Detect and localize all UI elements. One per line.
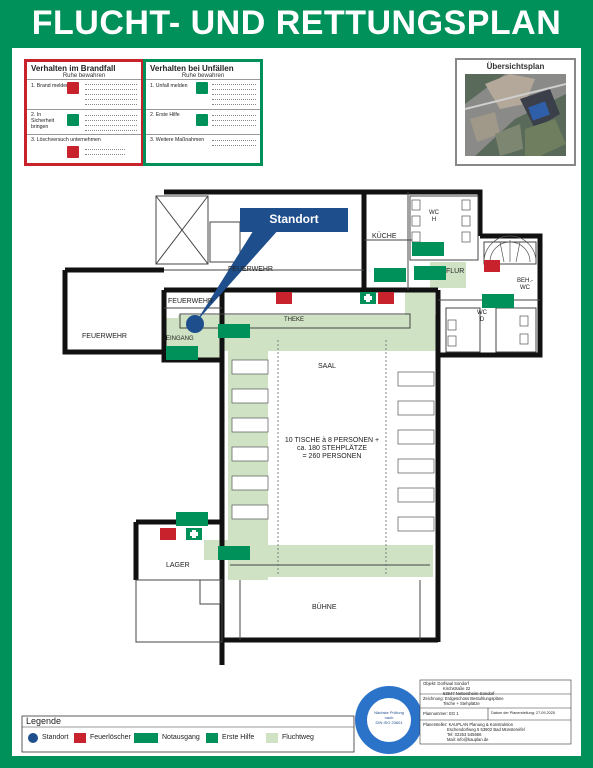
inspection-badge-line-3: DIN ISO 23601: [375, 720, 403, 725]
capacity-line-2: ca. 180 STEHPLÄTZE: [296, 445, 368, 452]
capacity-line-3: = 260 PERSONEN: [302, 453, 362, 460]
room-feuerwehr-top: FEUERWEHR: [228, 266, 273, 273]
room-buehne: BÜHNE: [312, 604, 337, 611]
info-object-line-1: Objekt: Dorfsaal Sondorf: [423, 681, 469, 686]
room-feuerwehr-mid: FEUERWEHR: [168, 298, 213, 305]
overview-box: Übersichtsplan: [455, 58, 576, 166]
room-saal: SAAL: [318, 363, 336, 370]
fire-step-3-details: [85, 146, 125, 156]
info-drawing-line-2: Tische + Stehplätze: [443, 701, 480, 706]
escape-route-icon: [67, 114, 79, 126]
fire-step-2-details: [85, 112, 137, 132]
fire-step-2: 2. In Sicherheit bringen: [31, 112, 55, 130]
fire-extinguisher-icon: [67, 146, 79, 158]
inspection-badge-text: Nächste Prüfung nach DIN ISO 23601: [368, 710, 410, 725]
accident-instructions-box: Verhalten bei Unfällen Ruhe bewahren 1. …: [143, 59, 263, 166]
plan-title: FLUCHT- UND RETTUNGSPLAN: [31, 4, 562, 42]
fire-alarm-icon: [67, 82, 79, 94]
inspection-badge-line-2: nach: [384, 715, 394, 720]
accident-step-3-details: [212, 137, 256, 147]
fire-instructions-subheading: Ruhe bewahren: [62, 73, 106, 79]
info-plan-date: Datum der Planerstellung: 27.09.2025: [491, 711, 555, 715]
standort-label: Standort: [269, 212, 319, 226]
info-author-line-1: Planersteller: KAUPLAN Planung & Konstru…: [423, 722, 514, 727]
room-wc-h: WC H: [429, 210, 439, 223]
overview-aerial-image: [465, 74, 566, 156]
info-drawing: Zeichnung: Erdgeschoss Bestuhlungspläne …: [423, 696, 569, 706]
fire-step-3: 3. Löschversuch unternehmen: [31, 137, 101, 143]
accident-step-3: 3. Weitere Maßnahmen: [150, 137, 205, 143]
accident-step-1: 1. Unfall melden: [150, 83, 188, 89]
legend-feuerloescher: Feuerlöscher: [90, 734, 131, 741]
info-object-line-3: 53947 Nettersheim-Sondorf: [443, 691, 495, 696]
fire-step-1: 1. Brand melden: [31, 83, 70, 89]
room-kueche: KÜCHE: [372, 233, 397, 240]
accident-instructions-heading: Verhalten bei Unfällen: [150, 64, 234, 73]
room-beh-wc: BEH.- WC: [516, 278, 533, 291]
first-aid-icon: [196, 114, 208, 126]
legend-notausgang: Notausgang: [162, 734, 200, 741]
legend-fluchtweg: Fluchtweg: [282, 734, 314, 741]
accident-step-1-details: [212, 81, 256, 105]
legend-erste-hilfe: Erste Hilfe: [222, 734, 255, 741]
legend-standort: Standort: [42, 734, 69, 741]
fire-step-1-details: [85, 81, 137, 107]
info-object: Objekt: Dorfsaal Sondorf Kirchstraße 22 …: [423, 681, 569, 696]
room-lager: LAGER: [166, 562, 190, 569]
capacity-note: 10 TISCHE à 8 PERSONEN + ca. 180 STEHPLÄ…: [280, 437, 384, 461]
overview-heading: Übersichtsplan: [486, 62, 545, 71]
inspection-badge-line-1: Nächste Prüfung: [374, 710, 404, 715]
emergency-call-icon: [196, 82, 208, 94]
info-author-line-4: Mail: info@kauplan.de: [447, 737, 489, 742]
info-author: Planersteller: KAUPLAN Planung & Konstru…: [423, 722, 569, 742]
accident-instructions-subheading: Ruhe bewahren: [181, 73, 225, 79]
room-eingang: EINGANG: [166, 336, 194, 342]
info-plan-number: Plannummer: EG 1: [423, 711, 459, 716]
accident-step-2-details: [212, 112, 256, 132]
legend-heading: Legende: [26, 716, 62, 726]
info-object-line-2: Kirchstraße 22: [443, 686, 471, 691]
room-flur: FLUR: [446, 268, 465, 275]
room-wc-d: WC D: [477, 310, 487, 323]
room-feuerwehr-left: FEUERWEHR: [82, 333, 127, 340]
info-drawing-line-1: Zeichnung: Erdgeschoss Bestuhlungspläne: [423, 696, 504, 701]
info-author-line-3: Tel: 02253 545666: [447, 732, 482, 737]
info-author-line-2: Eschendorfweg 5 53902 Bad Münstereifel: [447, 727, 525, 732]
fire-instructions-heading: Verhalten im Brandfall: [31, 64, 116, 73]
accident-step-2: 2. Erste Hilfe: [150, 112, 180, 118]
fire-instructions-box: Verhalten im Brandfall Ruhe bewahren 1. …: [24, 59, 144, 166]
capacity-line-1: 10 TISCHE à 8 PERSONEN +: [284, 437, 380, 444]
room-theke: THEKE: [283, 317, 304, 323]
